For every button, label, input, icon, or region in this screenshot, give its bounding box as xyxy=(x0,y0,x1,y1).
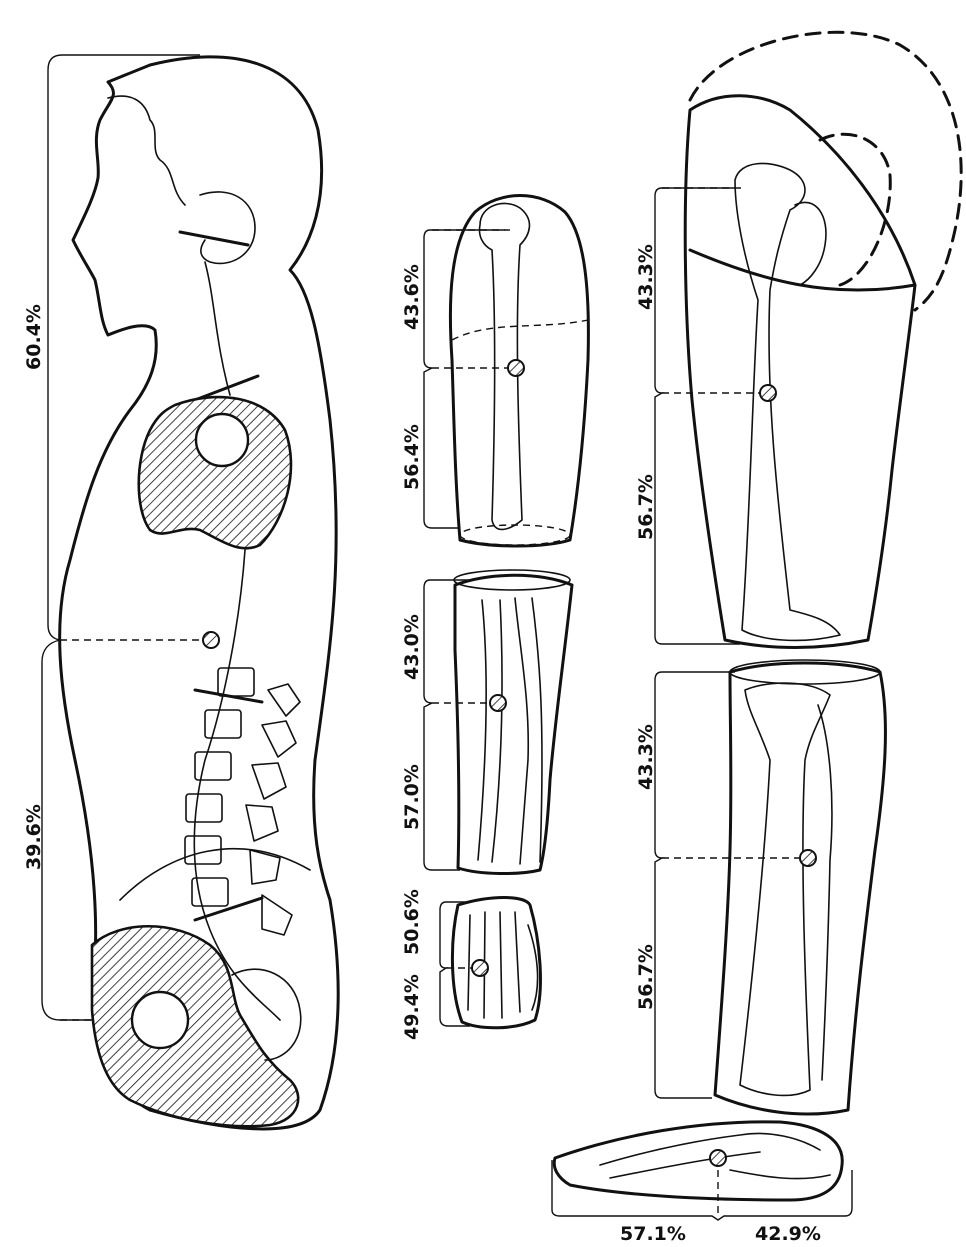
forearm-bones xyxy=(478,598,542,864)
upper-arm-center-of-mass-icon xyxy=(508,360,524,376)
upper-arm-lower-pct: 56.4% xyxy=(401,424,423,490)
shank-outline xyxy=(715,663,885,1114)
pelvis-rim xyxy=(120,849,310,900)
shoulder-cut-line xyxy=(452,320,588,340)
shank-center-of-mass-icon xyxy=(800,850,816,866)
thigh-center-of-mass-icon xyxy=(760,385,776,401)
upper-arm-upper-pct: 43.6% xyxy=(401,264,423,330)
shank-bracket xyxy=(655,672,735,1098)
thigh-upper-pct: 43.3% xyxy=(635,244,657,310)
hand-lower-pct: 49.4% xyxy=(401,974,423,1040)
vertebrae xyxy=(185,668,300,935)
forearm-bracket xyxy=(424,580,470,870)
thigh-segment: 43.3% 56.7% xyxy=(635,32,961,647)
thigh-lower-pct: 56.7% xyxy=(635,474,657,540)
hand-outline xyxy=(452,898,540,1028)
trunk-lower-pct: 39.6% xyxy=(23,804,45,870)
trunk-segment: 60.4% 39.6% xyxy=(23,55,338,1129)
hairline xyxy=(108,96,185,205)
tibia-bone xyxy=(740,683,830,1095)
forearm-lower-pct: 57.0% xyxy=(401,764,423,830)
hand-segment: 50.6% 49.4% xyxy=(401,889,540,1040)
forearm-center-of-mass-icon xyxy=(490,695,506,711)
shank-upper-pct: 43.3% xyxy=(635,724,657,790)
fibula-bone xyxy=(818,705,832,1080)
shoulder-joint xyxy=(196,414,248,466)
foot-center-of-mass-icon xyxy=(710,1150,726,1166)
hand-upper-pct: 50.6% xyxy=(401,889,423,955)
foot-heel-pct: 42.9% xyxy=(755,1223,821,1245)
femur-bone xyxy=(735,163,840,640)
neck-line xyxy=(205,262,230,395)
upper-arm-segment: 43.6% 56.4% xyxy=(401,196,588,547)
femur-neck xyxy=(795,202,826,285)
pelvis-dashed-outline xyxy=(690,32,961,310)
foot-toe-pct: 57.1% xyxy=(620,1223,686,1245)
ear-icon xyxy=(200,192,255,264)
forearm-segment: 43.0% 57.0% xyxy=(401,570,572,874)
shank-segment: 43.3% 56.7% xyxy=(635,660,885,1114)
hip-bone xyxy=(92,926,298,1126)
foot-segment: 57.1% 42.9% xyxy=(552,1122,852,1245)
trunk-upper-pct: 60.4% xyxy=(23,304,45,370)
forearm-outline xyxy=(455,575,572,873)
shank-lower-pct: 56.7% xyxy=(635,944,657,1010)
head-neck-cut xyxy=(180,232,248,245)
hand-center-of-mass-icon xyxy=(472,960,488,976)
hip-joint xyxy=(132,992,188,1048)
forearm-upper-pct: 43.0% xyxy=(401,614,423,680)
thigh-bracket xyxy=(655,188,740,644)
trunk-center-of-mass-icon xyxy=(203,632,219,648)
